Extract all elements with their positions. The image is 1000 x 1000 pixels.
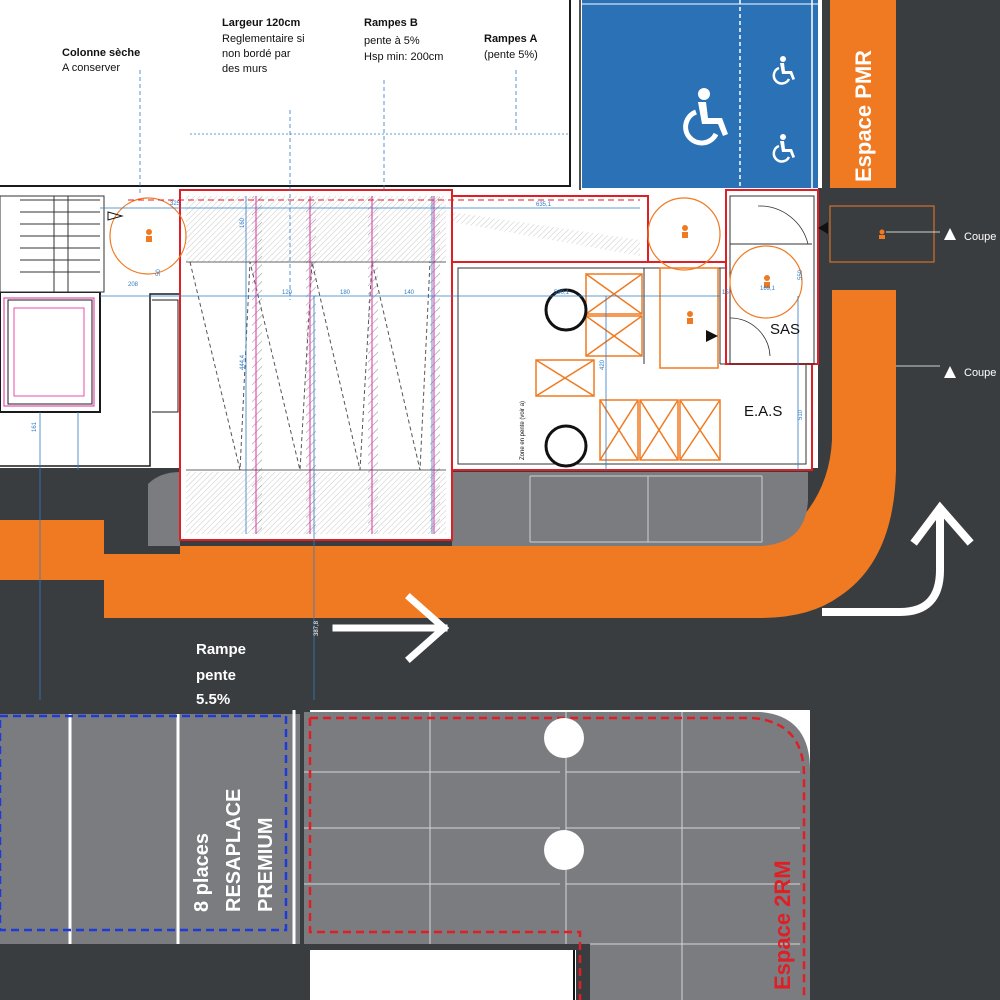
largeur-line1: Reglementaire si bbox=[222, 33, 305, 45]
premium-label-line2: RESAPLACE bbox=[223, 789, 245, 912]
wheelchair-icon bbox=[146, 225, 885, 324]
dimension-values: 325 208 120 140 180 635,1 590,1 169,1 15… bbox=[32, 201, 804, 636]
ramp-zone bbox=[179, 189, 453, 541]
eas-label: E.A.S bbox=[744, 403, 782, 420]
sas-label: SAS bbox=[770, 321, 800, 338]
wheelchair-icon bbox=[772, 134, 795, 163]
dim-4444: 444,4 bbox=[240, 354, 246, 370]
door-markers bbox=[107, 211, 828, 342]
premium-label-line1: 8 places bbox=[191, 833, 213, 912]
two-wheel-zone bbox=[304, 712, 810, 1000]
rampe-label-line1: Rampe bbox=[196, 641, 246, 658]
dim-590: 590,1 bbox=[554, 290, 570, 296]
dim-50: 50 bbox=[156, 269, 162, 276]
section-box bbox=[829, 205, 940, 367]
dim-420: 420 bbox=[600, 359, 606, 370]
sas-room bbox=[725, 189, 819, 365]
dim-120: 120 bbox=[282, 290, 293, 296]
zone-en-pente-label: Zone en pente (voir a) bbox=[520, 401, 526, 460]
dimension-lines bbox=[39, 70, 799, 700]
largeur-line2: non bordé par bbox=[222, 48, 291, 60]
dim-635: 635,1 bbox=[536, 202, 552, 208]
turning-circles bbox=[109, 197, 803, 319]
rampes-a-title: Rampes A bbox=[484, 33, 537, 45]
wheelchair-icon bbox=[683, 88, 728, 146]
rm-zone-label: Espace 2RM bbox=[770, 860, 795, 990]
premium-label-line3: PREMIUM bbox=[255, 818, 277, 912]
dim-510: 510 bbox=[798, 409, 804, 420]
rampes-b-title: Rampes B bbox=[364, 17, 418, 29]
grey-slabs bbox=[148, 472, 808, 546]
rampe-label-line3: 5.5% bbox=[196, 691, 230, 708]
dim-15: 15 bbox=[722, 290, 729, 296]
rampe-label-line2: pente bbox=[196, 667, 236, 684]
premium-parking bbox=[0, 710, 300, 944]
pmr-zone-label: Espace PMR bbox=[851, 50, 876, 182]
rampes-a-line1: (pente 5%) bbox=[484, 49, 538, 61]
dim-3878: 387,8 bbox=[314, 620, 320, 636]
largeur-line3: des murs bbox=[222, 63, 268, 75]
colonne-seche-title: Colonne sèche bbox=[62, 47, 140, 59]
storage-crates bbox=[535, 267, 721, 461]
colonne-seche-note: A conserver bbox=[62, 62, 120, 74]
staircase bbox=[0, 195, 105, 407]
dim-325: 325 bbox=[170, 201, 181, 207]
wheelchair-icon bbox=[772, 56, 795, 85]
structural-columns bbox=[544, 288, 588, 468]
upper-corridor bbox=[451, 195, 649, 470]
arrow-right-icon bbox=[332, 593, 450, 663]
building-outlines bbox=[0, 0, 581, 467]
dim-160: 160 bbox=[240, 217, 246, 228]
section-triangle-icon bbox=[944, 228, 956, 378]
dim-180: 180 bbox=[340, 290, 351, 296]
orange-circulation bbox=[0, 0, 896, 618]
bottom-curb bbox=[310, 950, 576, 1000]
section-label-2: Coupe bbox=[964, 367, 996, 379]
dim-208: 208 bbox=[128, 282, 139, 288]
largeur-title: Largeur 120cm bbox=[222, 17, 300, 29]
dim-140: 140 bbox=[404, 290, 415, 296]
arrow-turn-up-icon bbox=[822, 501, 974, 616]
rampes-b-line1: pente à 5% bbox=[364, 35, 420, 47]
dim-169: 169,1 bbox=[760, 286, 776, 292]
dim-550: 550 bbox=[798, 269, 804, 280]
section-label-1: Coupe bbox=[964, 231, 996, 243]
rampes-b-line2: Hsp min: 200cm bbox=[364, 51, 443, 63]
dim-161: 161 bbox=[32, 421, 38, 432]
